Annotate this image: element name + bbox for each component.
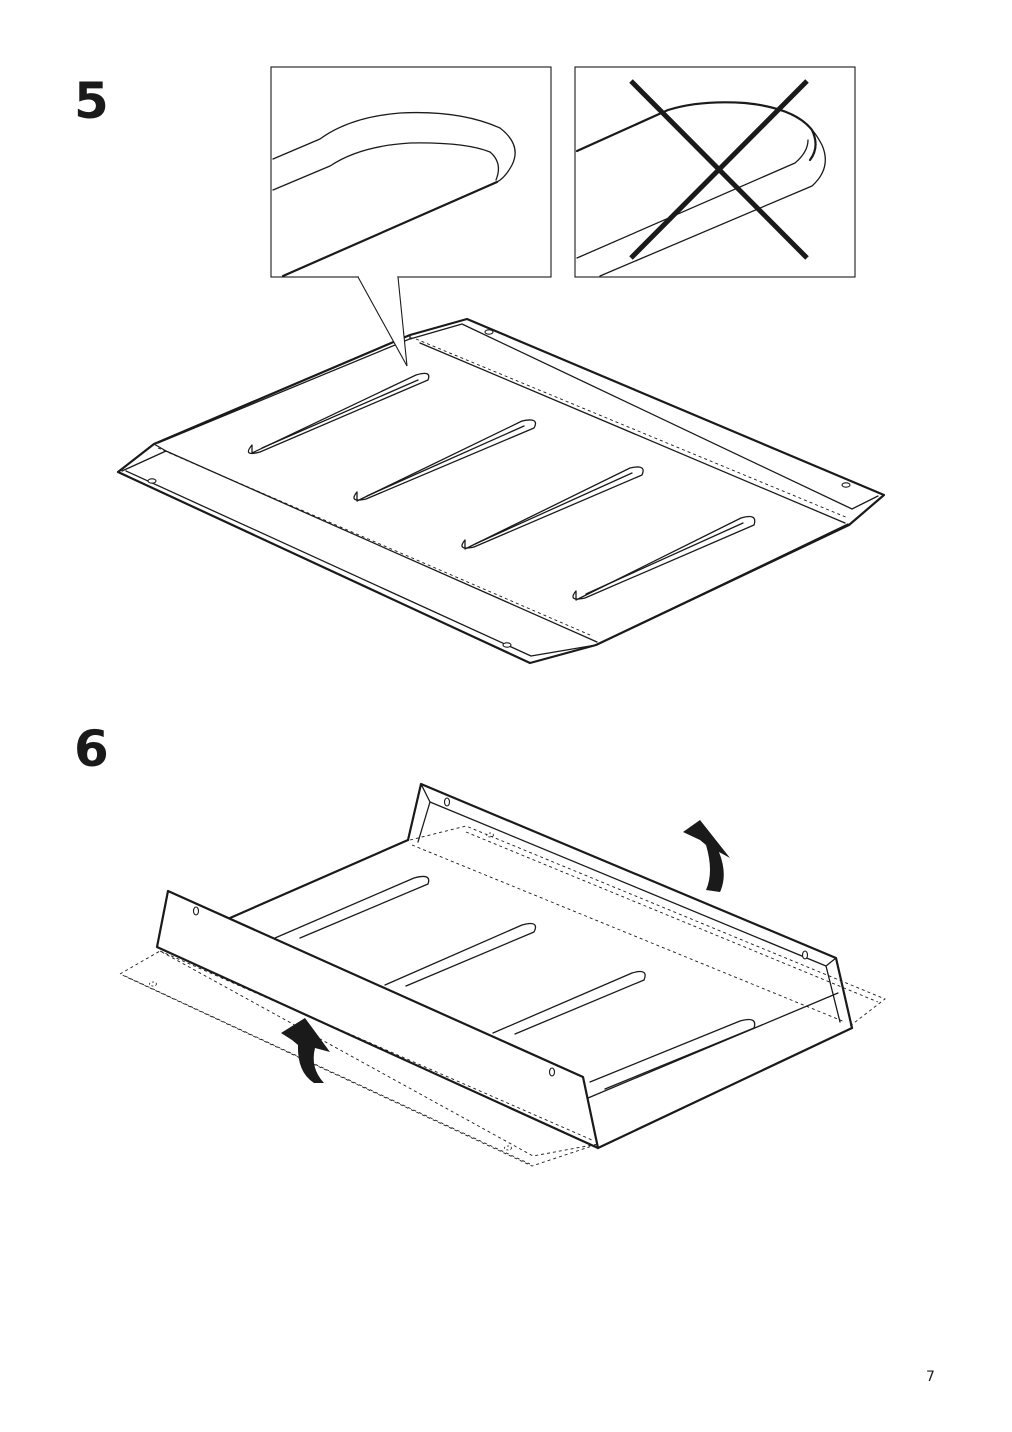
step-5-flat-tray xyxy=(116,317,886,665)
step-6-folded-tray xyxy=(119,782,886,1167)
stiffening-ribs xyxy=(247,372,756,601)
step-5-number: 5 xyxy=(74,72,109,130)
curved-up-arrow-icon xyxy=(683,820,730,892)
curved-up-arrow-icon xyxy=(281,1018,330,1083)
page-number: 7 xyxy=(926,1369,935,1385)
stiffening-ribs xyxy=(274,875,756,1090)
x-cross-icon xyxy=(629,79,809,260)
detail-correct-view xyxy=(270,66,552,367)
step-6-number: 6 xyxy=(74,720,109,778)
detail-incorrect-view xyxy=(574,66,856,278)
